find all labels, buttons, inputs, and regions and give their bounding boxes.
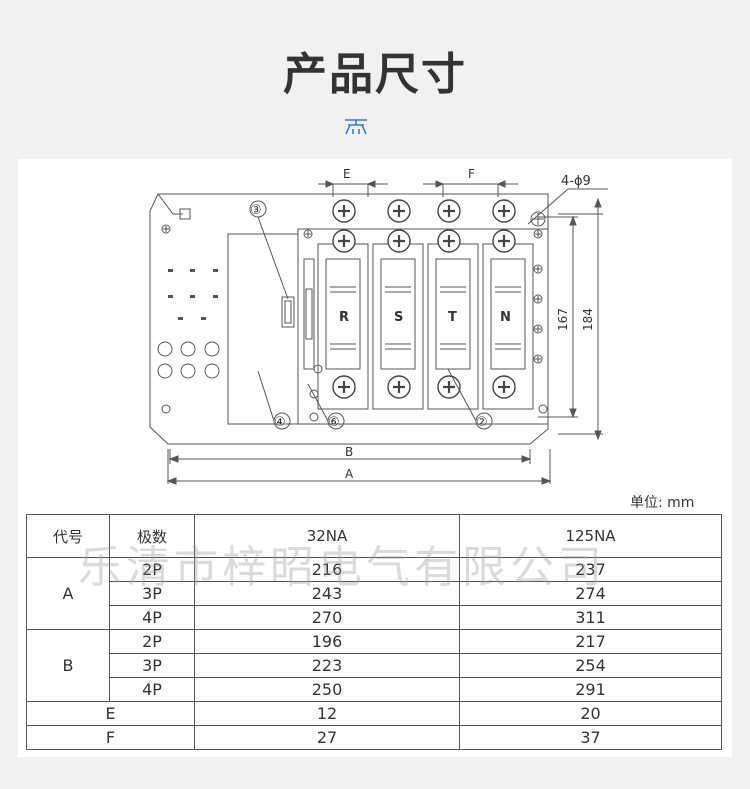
holes-label: 4-ϕ9 <box>561 174 591 189</box>
code-cell: A <box>26 557 110 630</box>
header-125na: 125NA <box>459 514 722 558</box>
table-row: 3P 243 274 <box>27 581 722 606</box>
pole-label-r: R <box>339 310 349 325</box>
value-cell: 311 <box>459 605 722 630</box>
terminal-screw <box>437 375 461 399</box>
value-cell: 274 <box>459 581 722 606</box>
code-cell: F <box>26 725 195 750</box>
callout-6: ⑥ <box>328 415 340 430</box>
hanger-icon <box>345 119 367 135</box>
value-cell: 270 <box>194 605 460 630</box>
value-cell: 250 <box>194 677 460 702</box>
dimension-drawing: E F 4-ϕ9 B A 167 184 ③ ④ ⑥ ② R S T N <box>149 167 608 485</box>
callout-4: ④ <box>274 415 286 430</box>
value-cell: 223 <box>194 653 460 678</box>
dim-label-184: 184 <box>581 308 595 331</box>
terminal-screw <box>492 199 516 223</box>
terminal-screw <box>332 375 356 399</box>
dimension-panel: E F 4-ϕ9 B A 167 184 ③ ④ ⑥ ② R S T N 单位:… <box>18 159 732 757</box>
poles-cell: 4P <box>109 605 195 630</box>
table-row: B 2P 196 217 <box>26 629 722 702</box>
pole-label-s: S <box>394 310 403 325</box>
pole-label-t: T <box>448 310 457 325</box>
watermark: 乐清市梓昭电气有限公司 <box>78 542 606 593</box>
callout-3: ③ <box>250 203 262 218</box>
table-header-row: 代号 极数 32NA 125NA <box>26 514 722 558</box>
poles-cell: 4P <box>109 677 195 702</box>
header-code: 代号 <box>26 514 110 558</box>
value-cell: 20 <box>459 701 722 726</box>
terminal-screw <box>492 375 516 399</box>
terminal-screw <box>387 229 411 253</box>
table-row: 4P 250 291 <box>27 677 722 702</box>
poles-cell: 3P <box>109 653 195 678</box>
dim-label-a: A <box>345 467 354 481</box>
table-row: F 27 37 <box>26 725 722 750</box>
value-cell: 12 <box>194 701 460 726</box>
table-row: A 2P 216 237 <box>26 557 722 630</box>
page-title: 产品尺寸 <box>283 49 467 100</box>
table-row: E 12 20 <box>26 701 722 726</box>
value-cell: 196 <box>194 629 460 654</box>
poles-cell: 2P <box>109 629 195 654</box>
dim-label-e: E <box>343 167 351 181</box>
table-row: 4P 270 311 <box>27 605 722 630</box>
value-cell: 291 <box>459 677 722 702</box>
header-32na: 32NA <box>194 514 460 558</box>
code-cell: E <box>26 701 195 726</box>
terminal-screw <box>332 229 356 253</box>
terminal-screw <box>492 229 516 253</box>
dim-label-f: F <box>468 167 475 181</box>
unit-label: 单位: mm <box>630 495 695 511</box>
dimension-table: 代号 极数 32NA 125NA A 2P 216 237 3P 243 274… <box>26 514 722 750</box>
dim-label-b: B <box>345 445 353 459</box>
terminal-screw <box>437 229 461 253</box>
value-cell: 217 <box>459 629 722 654</box>
code-cell: B <box>26 629 110 702</box>
pole-label-n: N <box>500 310 511 325</box>
table-row: 3P 223 254 <box>27 653 722 678</box>
terminal-screw <box>332 199 356 223</box>
terminal-screw <box>437 199 461 223</box>
value-cell: 37 <box>459 725 722 750</box>
value-cell: 27 <box>194 725 460 750</box>
terminal-screw <box>387 375 411 399</box>
value-cell: 254 <box>459 653 722 678</box>
callout-2: ② <box>476 415 488 430</box>
poles-cell: 3P <box>109 581 195 606</box>
terminal-screw <box>387 199 411 223</box>
dim-label-167: 167 <box>556 308 570 331</box>
